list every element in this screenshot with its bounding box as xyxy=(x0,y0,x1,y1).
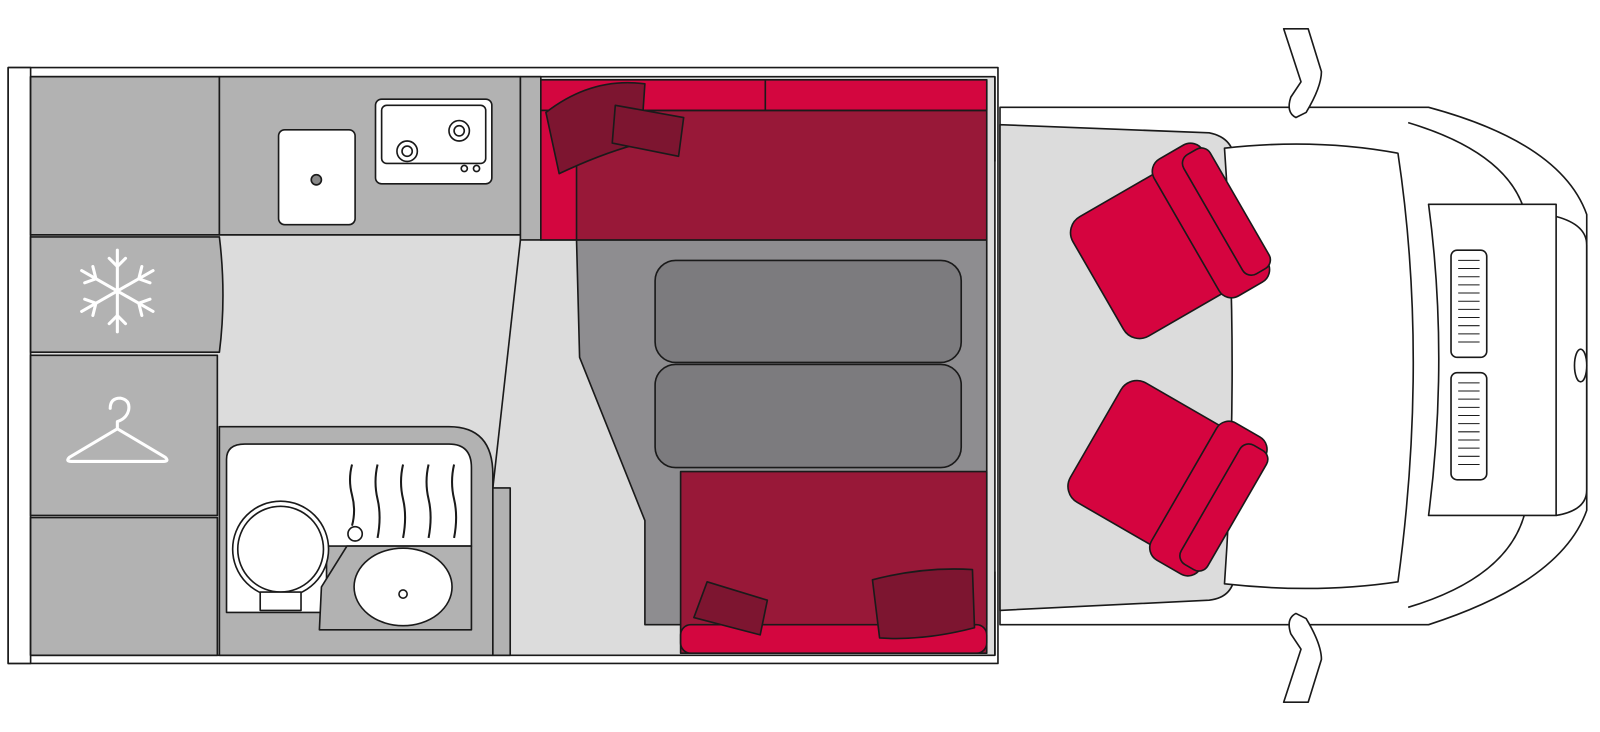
vent xyxy=(1450,371,1488,481)
rear-cabinet-top xyxy=(29,75,221,236)
washbasin xyxy=(353,547,453,627)
mirror-left xyxy=(1282,27,1323,119)
dashboard xyxy=(1223,143,1415,590)
fridge-cabinet xyxy=(29,236,224,354)
mirror-right xyxy=(1282,612,1323,704)
kitchen-end-panel xyxy=(519,75,542,241)
wardrobe-cabinet xyxy=(29,354,219,517)
hanger-icon xyxy=(66,396,169,463)
cab-seat-driver xyxy=(1069,142,1272,340)
dining-table-bottom xyxy=(654,363,963,469)
emblem xyxy=(1573,348,1588,383)
rear-cabinet-bottom xyxy=(29,516,219,657)
snowflake-icon xyxy=(80,248,155,334)
pillow xyxy=(693,580,769,636)
rear-wall xyxy=(7,66,32,665)
cab-seat-passenger xyxy=(1067,379,1269,577)
vent xyxy=(1450,249,1488,359)
pillow xyxy=(611,104,685,158)
sink-drain xyxy=(310,173,323,186)
dining-table-top xyxy=(654,259,963,364)
pillow xyxy=(871,568,976,640)
